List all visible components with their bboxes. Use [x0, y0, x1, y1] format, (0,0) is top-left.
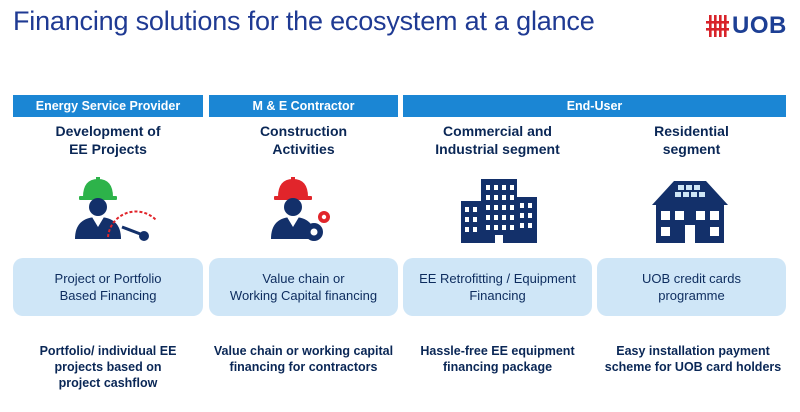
financing-box-ee-retrofitting: EE Retrofitting / Equipment Financing — [403, 258, 592, 316]
header-energy-service-provider: Energy Service Provider — [13, 95, 203, 117]
uob-logo: UOB — [706, 12, 788, 39]
header-me-contractor: M & E Contractor — [209, 95, 398, 117]
header-end-user: End-User — [403, 95, 786, 117]
engineer-gauge-icon — [75, 177, 157, 241]
contractor-gear-icon — [271, 177, 330, 241]
logo-text: UOB — [732, 12, 787, 39]
uob-logo-icon — [706, 15, 729, 37]
column-title-residential: Residential segment — [654, 123, 729, 157]
page-title: Financing solutions for the ecosystem at… — [13, 6, 595, 36]
solar-house-icon — [652, 181, 728, 243]
financing-box-credit-cards: UOB credit cards programme — [597, 258, 786, 316]
description-value-chain: Value chain or working capital financing… — [213, 344, 394, 374]
column-title-construction: Construction Activities — [259, 123, 348, 157]
financing-box-value-chain: Value chain or Working Capital financing — [209, 258, 398, 316]
column-title-commercial: Commercial and Industrial segment — [435, 123, 560, 157]
description-hassle-free: Hassle-free EE equipment financing packa… — [420, 344, 575, 374]
column-title-ee-projects: Development of EE Projects — [55, 123, 161, 157]
financing-box-project-portfolio: Project or Portfolio Based Financing — [13, 258, 203, 316]
description-portfolio: Portfolio/ individual EE projects based … — [39, 344, 177, 390]
office-building-icon — [461, 179, 537, 243]
description-installation: Easy installation payment scheme for UOB… — [604, 344, 782, 374]
